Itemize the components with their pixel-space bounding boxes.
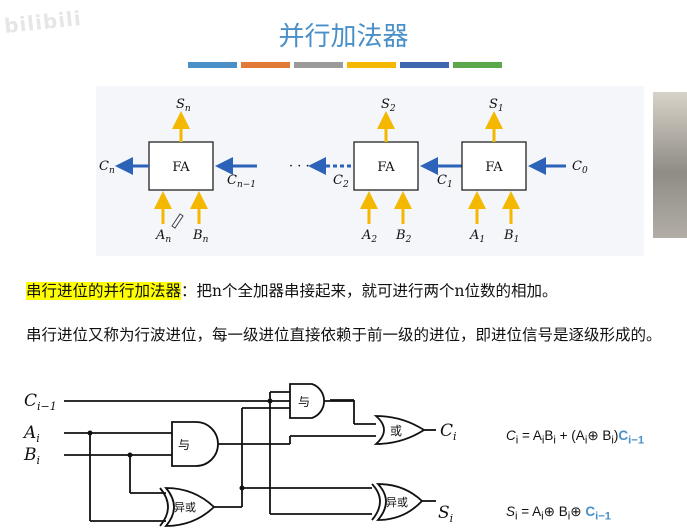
svg-text:S1: S1 <box>489 97 504 114</box>
page-title: 并行加法器 <box>278 22 409 52</box>
full-adder-1: FA S1 C1 C0 A1 B1 <box>437 97 588 245</box>
pencil-icon <box>171 213 184 229</box>
highlighted-term: 串行进位的并行加法器 <box>26 282 182 300</box>
or-gate <box>373 415 426 445</box>
fa-label: FA <box>485 160 503 175</box>
input-a-label: Ai <box>22 423 40 445</box>
xor-gate-1 <box>164 487 216 527</box>
title-bar-2 <box>241 62 290 68</box>
xor-gate-1-label: 异或 <box>174 501 196 514</box>
title-color-bars <box>188 62 502 68</box>
input-cin-label: Ci−1 <box>24 391 57 413</box>
and-gate-1 <box>171 421 219 467</box>
svg-text:Sn: Sn <box>176 97 191 114</box>
title-bar-3 <box>294 62 343 68</box>
svg-text:Cn−1: Cn−1 <box>227 173 256 190</box>
title-bar-4 <box>347 62 396 68</box>
svg-text:Cn: Cn <box>99 159 115 176</box>
output-c-label: Ci <box>440 421 457 443</box>
svg-text:C0: C0 <box>572 159 588 176</box>
and-gate-2 <box>289 383 325 419</box>
definition-line: 串行进位的并行加法器：把n个全加器串接起来，就可进行两个n位数的相加。 <box>26 279 557 301</box>
definition-text: ：把n个全加器串接起来，就可进行两个n位数的相加。 <box>181 282 558 300</box>
input-b-label: Bi <box>23 445 40 467</box>
sum-equation: Si = Ai⊕ Bi⊕ Ci−1 <box>506 504 612 523</box>
title-bar-6 <box>453 62 502 68</box>
or-gate-label: 或 <box>390 424 402 438</box>
fa-label: FA <box>172 160 190 175</box>
svg-text:S2: S2 <box>381 97 396 114</box>
svg-text:Bn: Bn <box>192 228 209 245</box>
and-gate-2-label: 与 <box>298 395 310 409</box>
xor-gate-2 <box>375 483 424 521</box>
svg-text:A1: A1 <box>469 228 485 245</box>
full-adder-circuit: 与 与 或 异或 异或 Ci−1 Ai Bi Ci Si <box>22 383 457 527</box>
svg-text:An: An <box>155 228 171 245</box>
ripple-adder-diagram: FA Sn Cn Cn−1 An Bn · · · FA S2 C2 A2 B2 <box>96 86 644 256</box>
svg-text:B2: B2 <box>395 228 412 245</box>
xor-gate-2-label: 异或 <box>386 496 408 509</box>
output-s-label: Si <box>438 503 453 525</box>
full-adder-n: FA Sn Cn Cn−1 An Bn <box>99 97 257 245</box>
explanation-paragraph: 串行进位又称为行波进位，每一级进位直接依赖于前一级的进位，即进位信号是逐级形成的… <box>26 326 662 344</box>
ellipsis: · · · <box>289 159 310 174</box>
title-bar-1 <box>188 62 237 68</box>
carry-equation: Ci = AiBi + (Ai⊕ Bi)Ci−1 <box>506 428 645 447</box>
and-gate-1-label: 与 <box>178 438 190 452</box>
title-bar-5 <box>400 62 449 68</box>
svg-text:C1: C1 <box>437 173 453 190</box>
full-adder-2: FA S2 C2 A2 B2 <box>333 97 419 245</box>
svg-text:A2: A2 <box>361 228 377 245</box>
svg-text:C2: C2 <box>333 173 349 190</box>
domino-photo <box>653 92 687 238</box>
svg-text:B1: B1 <box>503 228 519 245</box>
fa-label: FA <box>377 160 395 175</box>
